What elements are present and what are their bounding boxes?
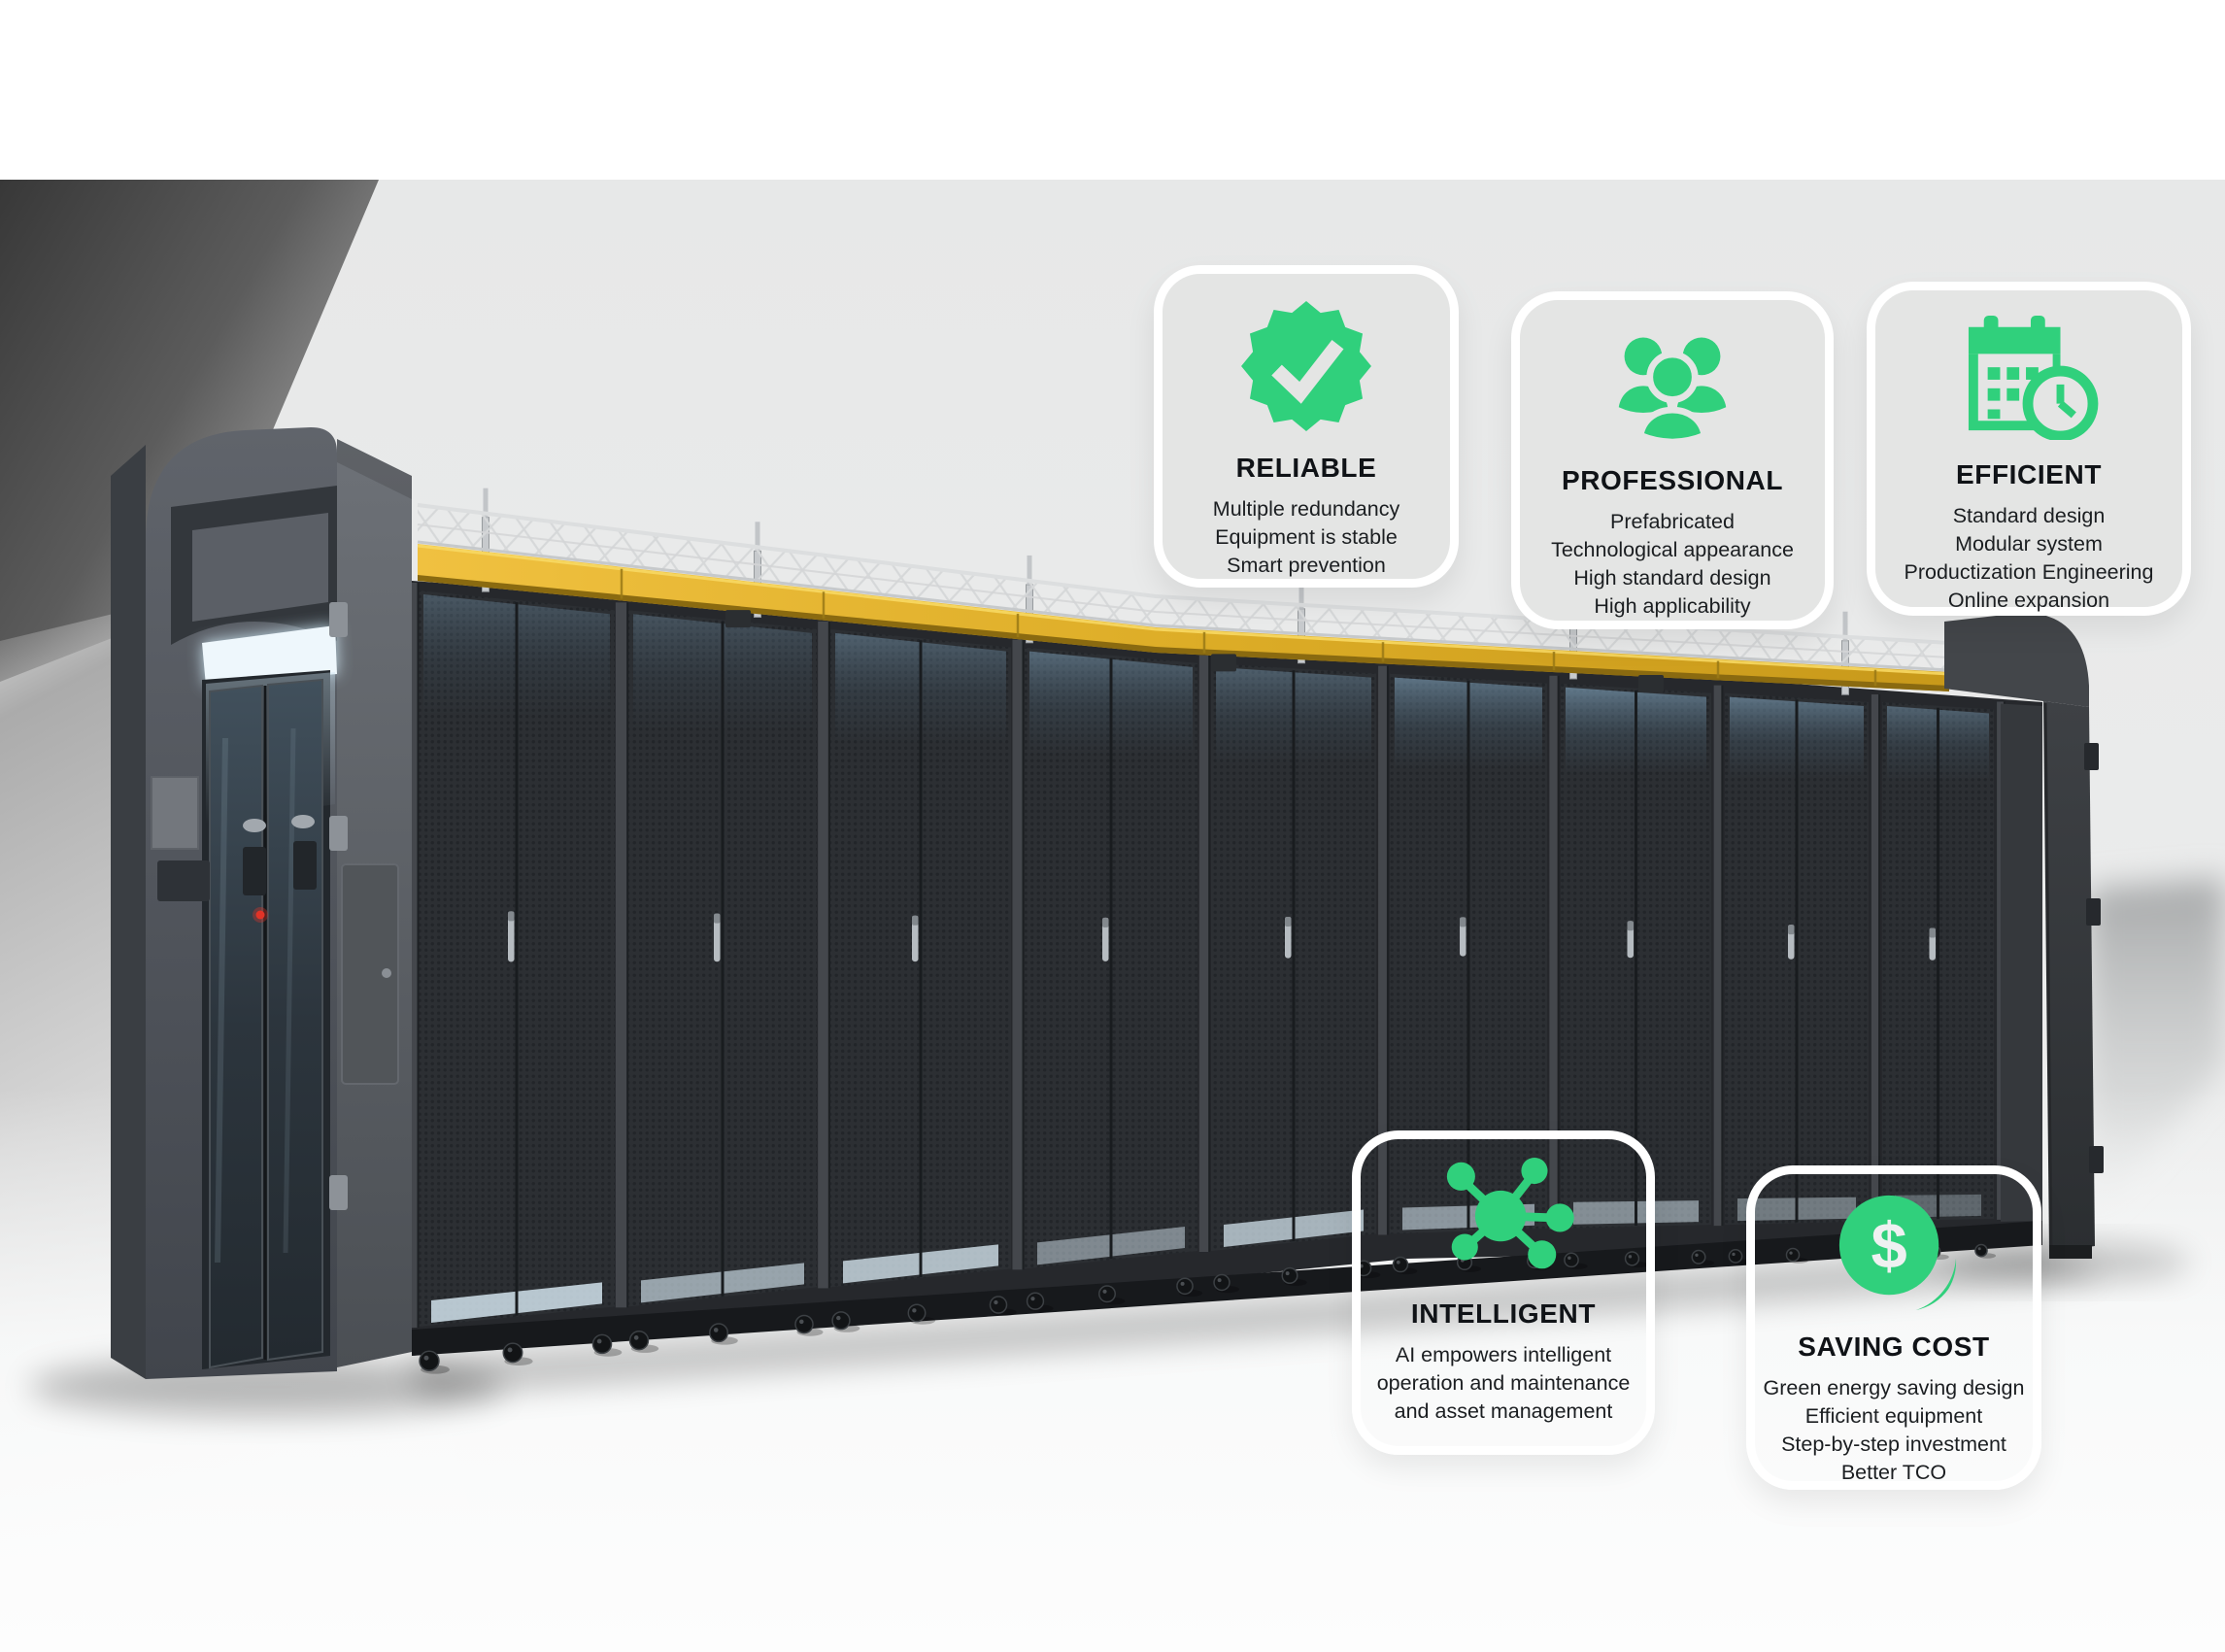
card-line: Step-by-step investment: [1781, 1433, 2006, 1456]
status-led: [255, 910, 265, 920]
hinge-block: [329, 816, 348, 851]
hinge-block: [2086, 898, 2101, 926]
card-line: Multiple redundancy: [1212, 497, 1400, 521]
dollar-glyph: $: [1871, 1210, 1906, 1283]
card-title: INTELLIGENT: [1410, 1298, 1597, 1329]
feature-card-reliable: RELIABLE Multiple redundancy Equipment i…: [1154, 265, 1459, 588]
access-keypad: [157, 860, 210, 901]
door-handle: [291, 815, 315, 828]
card-body: Standard design Modular system Productiz…: [1905, 502, 2154, 615]
pod-end-cap: [1944, 612, 2104, 1259]
card-line: High applicability: [1594, 594, 1751, 618]
card-title: SAVING COST: [1798, 1332, 1990, 1362]
hinge-block: [329, 1175, 348, 1210]
card-line: Technological appearance: [1551, 538, 1794, 561]
entrance-module: [111, 427, 412, 1379]
card-line: Modular system: [1955, 532, 2103, 556]
feature-card-efficient: EFFICIENT Standard design Modular system…: [1867, 282, 2191, 616]
card-line: Online expansion: [1947, 589, 2110, 612]
door-handle: [243, 819, 266, 832]
network-hub-icon: [1431, 1155, 1576, 1279]
card-line: High standard design: [1573, 566, 1771, 590]
card-line: Productization Engineering: [1904, 560, 2154, 584]
module-left-return: [111, 445, 146, 1379]
card-line: Smart prevention: [1227, 554, 1386, 577]
check-seal-icon: [1239, 299, 1373, 433]
module-sign-panel: [192, 513, 328, 622]
card-line: AI empowers intelligent: [1395, 1343, 1612, 1366]
card-line: and asset management: [1394, 1399, 1613, 1423]
calendar-clock-icon: [1957, 314, 2101, 440]
glass-door-left: [209, 684, 263, 1369]
wall-panel: [151, 776, 199, 850]
doorway-light-strip: [202, 625, 337, 686]
card-title: RELIABLE: [1235, 453, 1377, 483]
card-title: PROFESSIONAL: [1561, 465, 1784, 495]
dollar-coin-icon: $: [1821, 1190, 1967, 1312]
feature-card-saving-cost: $ SAVING COST Green energy saving design…: [1746, 1165, 2041, 1490]
card-line: Standard design: [1952, 504, 2106, 527]
feature-card-intelligent: INTELLIGENT AI empowers intelligent oper…: [1352, 1130, 1655, 1455]
dark-corner-wall: [0, 180, 379, 682]
card-line: Efficient equipment: [1804, 1404, 1983, 1428]
card-body: Prefabricated Technological appearance H…: [1551, 508, 1794, 621]
card-line: Equipment is stable: [1215, 525, 1398, 549]
hinge-block: [2089, 1146, 2104, 1173]
glass-door-right: [267, 678, 323, 1362]
card-line: operation and maintenance: [1376, 1371, 1631, 1395]
hinge-block: [2084, 743, 2099, 770]
card-title: EFFICIENT: [1955, 459, 2103, 489]
card-line: Green energy saving design: [1763, 1376, 2025, 1399]
feature-card-professional: PROFESSIONAL Prefabricated Technological…: [1511, 291, 1834, 629]
card-body: Multiple redundancy Equipment is stable …: [1213, 495, 1399, 580]
card-line: Better TCO: [1840, 1461, 1947, 1484]
card-line: Prefabricated: [1610, 510, 1735, 533]
server-rack-row: [405, 583, 2042, 1374]
yellow-busway: [418, 544, 1949, 691]
access-panel: [341, 863, 399, 1085]
door-keypad: [293, 841, 317, 890]
card-body: Green energy saving design Efficient equ…: [1764, 1374, 2025, 1487]
team-icon: [1600, 321, 1745, 446]
door-keypad: [243, 847, 266, 895]
hinge-block: [329, 602, 348, 637]
card-body: AI empowers intelligent operation and ma…: [1377, 1341, 1631, 1426]
